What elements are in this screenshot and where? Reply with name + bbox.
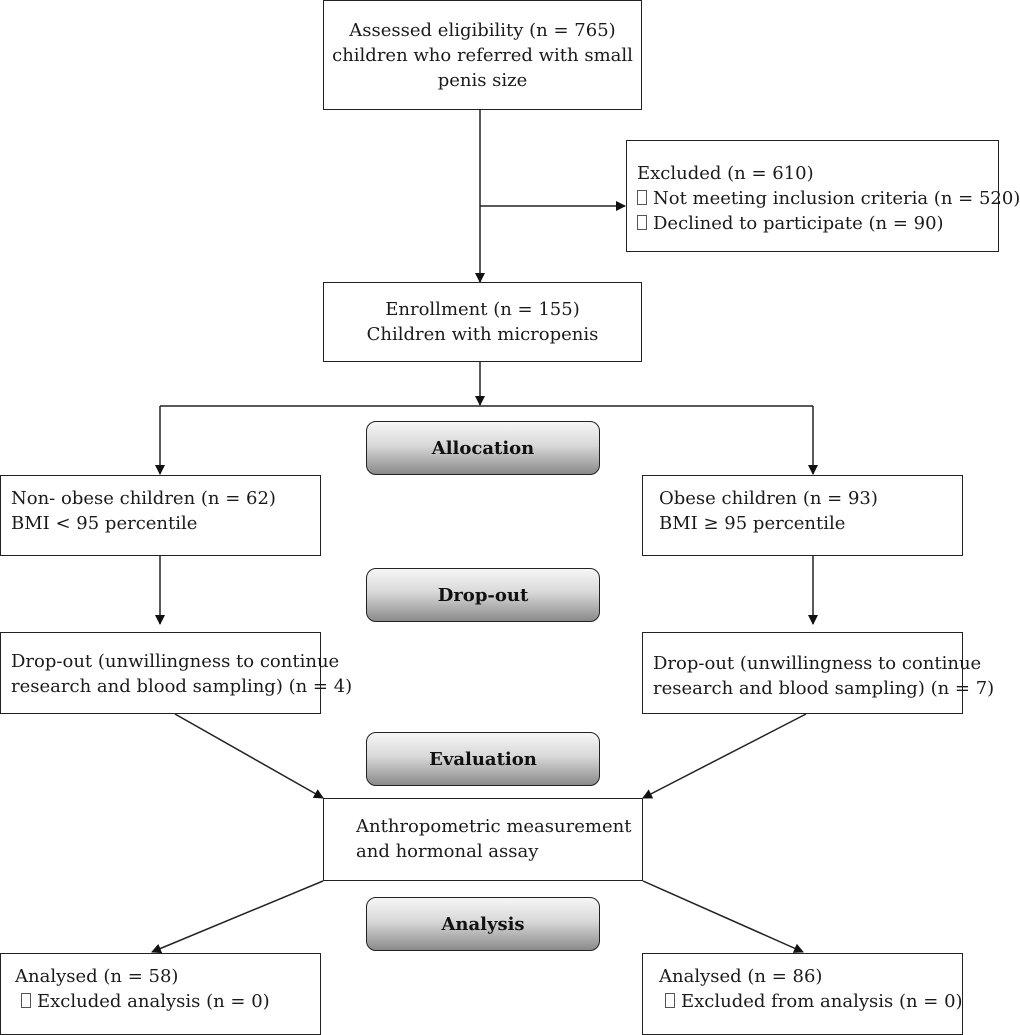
bullet-icon bbox=[21, 993, 31, 1008]
obese-line-1: Obese children (n = 93) bbox=[659, 488, 878, 509]
bullet-icon bbox=[637, 215, 647, 230]
enrollment-line-1: Enrollment (n = 155) bbox=[385, 299, 580, 320]
stage-dropout: Drop-out bbox=[366, 568, 600, 622]
analysed-left-box: Analysed (n = 58) Excluded analysis (n =… bbox=[0, 953, 321, 1035]
analysed-left-title: Analysed (n = 58) bbox=[15, 966, 179, 987]
excluded-title: Excluded (n = 610) bbox=[637, 163, 814, 184]
assessed-line-1: Assessed eligibility (n = 765) bbox=[349, 19, 616, 41]
dropout-right-line-2: research and blood sampling) (n = 7) bbox=[653, 678, 995, 699]
dropout-right-line-1: Drop-out (unwillingness to continue bbox=[653, 653, 982, 674]
excluded-item-2: Declined to participate (n = 90) bbox=[637, 211, 988, 236]
arrow-to-analysed-left bbox=[151, 880, 324, 954]
arrow-to-analysed-right bbox=[642, 880, 804, 953]
analysed-right-item: Excluded from analysis (n = 0) bbox=[659, 989, 963, 1014]
non-obese-line-2: BMI < 95 percentile bbox=[11, 513, 198, 534]
stage-analysis: Analysis bbox=[366, 897, 600, 951]
dropout-left-line-1: Drop-out (unwillingness to continue bbox=[11, 651, 340, 672]
non-obese-box: Non- obese children (n = 62) BMI < 95 pe… bbox=[0, 475, 321, 556]
bullet-icon bbox=[665, 993, 675, 1008]
obese-box: Obese children (n = 93) BMI ≥ 95 percent… bbox=[642, 475, 963, 556]
dropout-left-box: Drop-out (unwillingness to continue rese… bbox=[0, 632, 353, 714]
analysed-right-title: Analysed (n = 86) bbox=[659, 966, 823, 987]
assessed-line-2: children who referred with small bbox=[332, 44, 633, 66]
bullet-icon bbox=[637, 190, 647, 205]
assessed-line-3: penis size bbox=[437, 69, 528, 91]
enrollment-box: Enrollment (n = 155) Children with micro… bbox=[323, 282, 642, 362]
stage-allocation: Allocation bbox=[366, 421, 600, 475]
arrow-left-to-anthropometric bbox=[174, 713, 324, 799]
obese-line-2: BMI ≥ 95 percentile bbox=[659, 513, 846, 534]
enrollment-line-2: Children with micropenis bbox=[366, 324, 599, 345]
excluded-item-1: Not meeting inclusion criteria (n = 520) bbox=[637, 186, 1020, 211]
anthropometric-line-2: and hormonal assay bbox=[356, 841, 539, 862]
analysed-left-item: Excluded analysis (n = 0) bbox=[15, 989, 310, 1014]
excluded-box: Excluded (n = 610) Not meeting inclusion… bbox=[626, 140, 1020, 252]
analysed-right-box: Analysed (n = 86) Excluded from analysis… bbox=[642, 953, 963, 1035]
non-obese-line-1: Non- obese children (n = 62) bbox=[11, 488, 276, 509]
arrow-right-to-anthropometric bbox=[642, 713, 807, 799]
dropout-left-line-2: research and blood sampling) (n = 4) bbox=[11, 676, 353, 697]
stage-evaluation: Evaluation bbox=[366, 732, 600, 786]
dropout-right-box: Drop-out (unwillingness to continue rese… bbox=[642, 632, 995, 714]
anthropometric-line-1: Anthropometric measurement bbox=[356, 816, 632, 837]
anthropometric-box: Anthropometric measurement and hormonal … bbox=[323, 798, 643, 881]
assessed-eligibility-box: Assessed eligibility (n = 765) children … bbox=[323, 0, 642, 110]
